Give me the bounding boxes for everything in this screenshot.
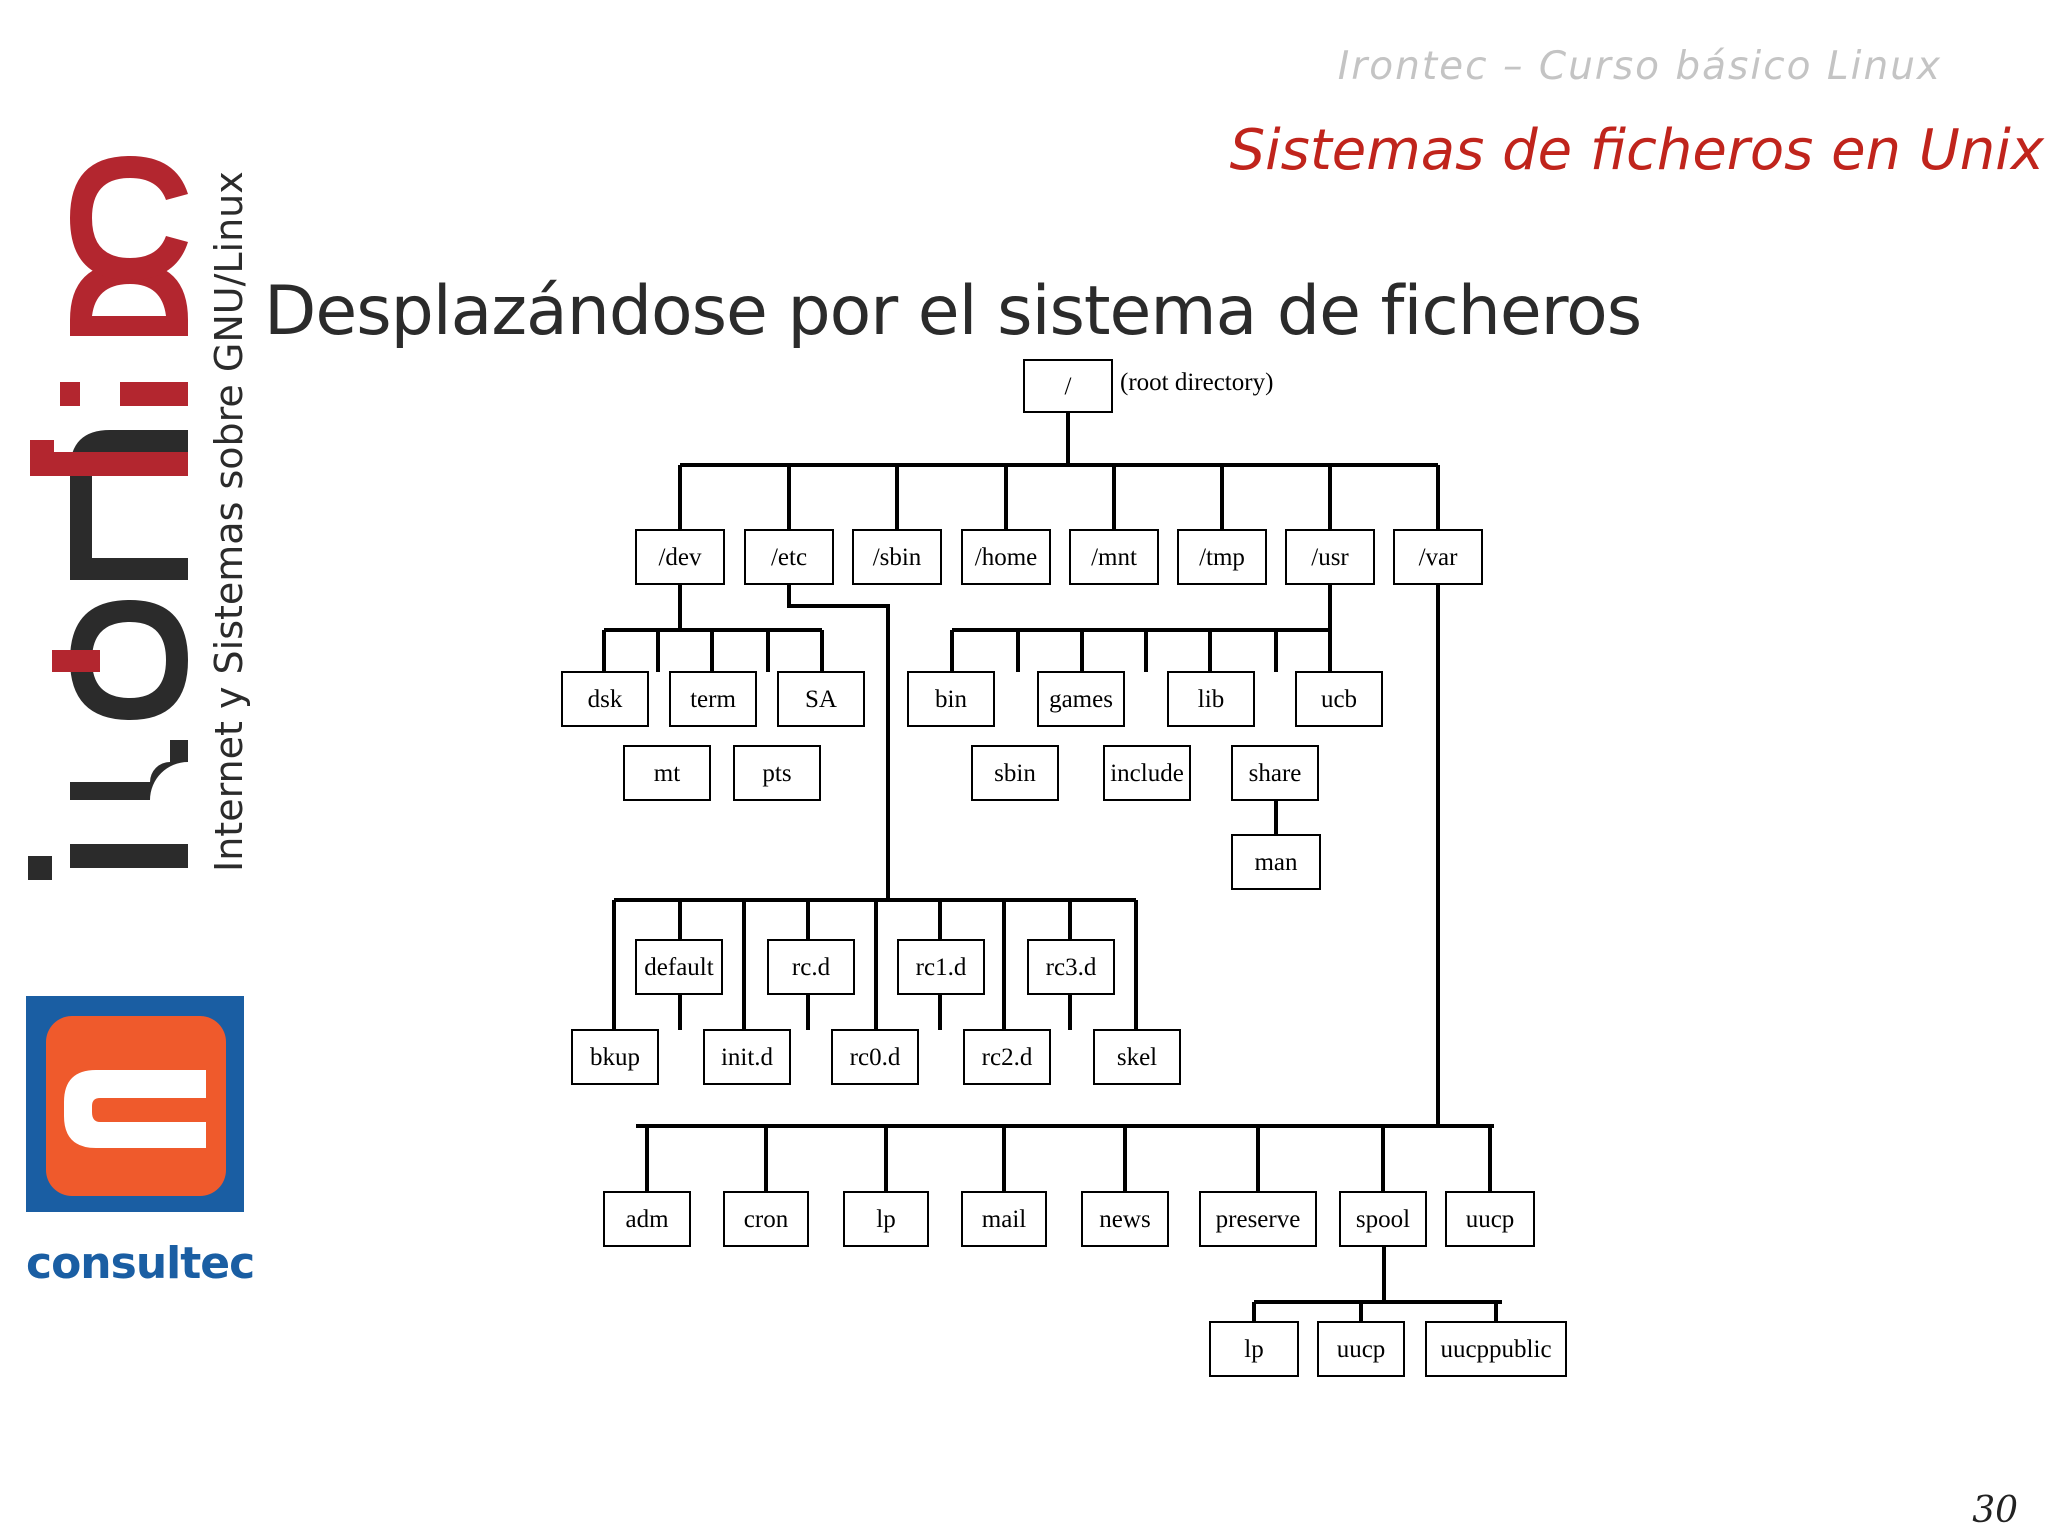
node-label: preserve [1216, 1206, 1301, 1233]
node-var-news: news [1081, 1191, 1169, 1247]
node-spool-uucppublic: uucppublic [1425, 1321, 1567, 1377]
irontec-logo: Internet y Sistemas sobre GNU/Linux cons… [26, 156, 255, 1289]
node-var-adm: adm [603, 1191, 691, 1247]
node-label: news [1099, 1206, 1150, 1233]
node-usr: /usr [1285, 529, 1375, 585]
node-label: share [1249, 760, 1302, 787]
node-usr-lib: lib [1167, 671, 1255, 727]
node-label: /etc [771, 544, 807, 571]
node-var-mail: mail [961, 1191, 1047, 1247]
node-dev-sa: SA [777, 671, 865, 727]
irontec-wordmark [28, 156, 188, 880]
node-label: default [644, 954, 713, 981]
node-etc-rc0-d: rc0.d [831, 1029, 919, 1085]
node-label: include [1110, 760, 1184, 787]
node-root: / [1023, 359, 1113, 413]
node-label: bin [935, 686, 967, 713]
node-mnt: /mnt [1069, 529, 1159, 585]
node-usr-include: include [1103, 745, 1191, 801]
node-label: /tmp [1199, 544, 1245, 571]
partner-name: consultec [26, 1238, 254, 1289]
node-label: SA [805, 686, 837, 713]
node-var-spool: spool [1339, 1191, 1427, 1247]
node-label: adm [625, 1206, 669, 1233]
node-spool-uucp: uucp [1317, 1321, 1405, 1377]
node-dev-mt: mt [623, 745, 711, 801]
node-var: /var [1393, 529, 1483, 585]
node-label: /mnt [1091, 544, 1137, 571]
tagline-text: Internet y Sistemas sobre GNU/Linux [207, 171, 251, 872]
node-label: rc0.d [850, 1044, 901, 1071]
node-label: /home [975, 544, 1038, 571]
node-var-preserve: preserve [1199, 1191, 1317, 1247]
node-label: term [690, 686, 736, 713]
node-etc-rc3-d: rc3.d [1027, 939, 1115, 995]
node-sbin: /sbin [852, 529, 942, 585]
node-label: uucppublic [1440, 1336, 1551, 1363]
node-dev-term: term [669, 671, 757, 727]
node-label: /var [1419, 544, 1459, 571]
node-label: rc3.d [1046, 954, 1097, 981]
node-dev-pts: pts [733, 745, 821, 801]
node-label: lp [876, 1206, 895, 1233]
node-etc-skel: skel [1093, 1029, 1181, 1085]
node-dev-dsk: dsk [561, 671, 649, 727]
node-label: ucb [1321, 686, 1357, 713]
node-var-uucp: uucp [1445, 1191, 1535, 1247]
node-label: mail [982, 1206, 1026, 1233]
node-dev: /dev [635, 529, 725, 585]
node-label: man [1254, 849, 1298, 876]
slide-title: Desplazándose por el sistema de ficheros [264, 272, 1642, 351]
node-label: /sbin [873, 544, 922, 571]
node-label: uucp [1466, 1206, 1515, 1233]
node-label: lib [1198, 686, 1224, 713]
node-label: uucp [1337, 1336, 1386, 1363]
node-home: /home [961, 529, 1051, 585]
node-label: rc1.d [916, 954, 967, 981]
node-label: pts [762, 760, 791, 787]
node-etc-rc1-d: rc1.d [897, 939, 985, 995]
node-label: sbin [994, 760, 1036, 787]
node-label: spool [1356, 1206, 1410, 1233]
node-usr-share: share [1231, 745, 1319, 801]
node-label: lp [1244, 1336, 1263, 1363]
node-spool-lp: lp [1209, 1321, 1299, 1377]
topic-header: Sistemas de ficheros en Unix [1229, 118, 2044, 183]
node-label: games [1049, 686, 1113, 713]
node-etc-rc-d: rc.d [767, 939, 855, 995]
node-etc-init-d: init.d [703, 1029, 791, 1085]
node-label: bkup [590, 1044, 640, 1071]
node-etc: /etc [744, 529, 834, 585]
course-header: Irontec – Curso básico Linux [1337, 44, 1942, 89]
node-label: rc2.d [982, 1044, 1033, 1071]
node-label: /dev [658, 544, 702, 571]
node-var-cron: cron [723, 1191, 809, 1247]
node-usr-ucb: ucb [1295, 671, 1383, 727]
node-usr-bin: bin [907, 671, 995, 727]
node-var-lp: lp [843, 1191, 929, 1247]
tree-connector [787, 584, 890, 900]
node-label: mt [654, 760, 680, 787]
node-etc-default: default [635, 939, 723, 995]
node-label: init.d [721, 1044, 774, 1071]
node-tmp: /tmp [1177, 529, 1267, 585]
node-etc-rc2-d: rc2.d [963, 1029, 1051, 1085]
node-label: cron [744, 1206, 789, 1233]
page-number: 30 [1972, 1490, 2018, 1531]
node-usr-sbin: sbin [971, 745, 1059, 801]
node-etc-bkup: bkup [571, 1029, 659, 1085]
brand-column: Internet y Sistemas sobre GNU/Linux cons… [0, 0, 260, 1324]
node-label: skel [1117, 1044, 1157, 1071]
root-note: (root directory) [1120, 369, 1273, 396]
node-label: / [1065, 373, 1072, 400]
node-label: /usr [1311, 544, 1349, 571]
node-share-man: man [1231, 834, 1321, 890]
node-usr-games: games [1037, 671, 1125, 727]
node-label: dsk [588, 686, 623, 713]
node-label: rc.d [792, 954, 831, 981]
